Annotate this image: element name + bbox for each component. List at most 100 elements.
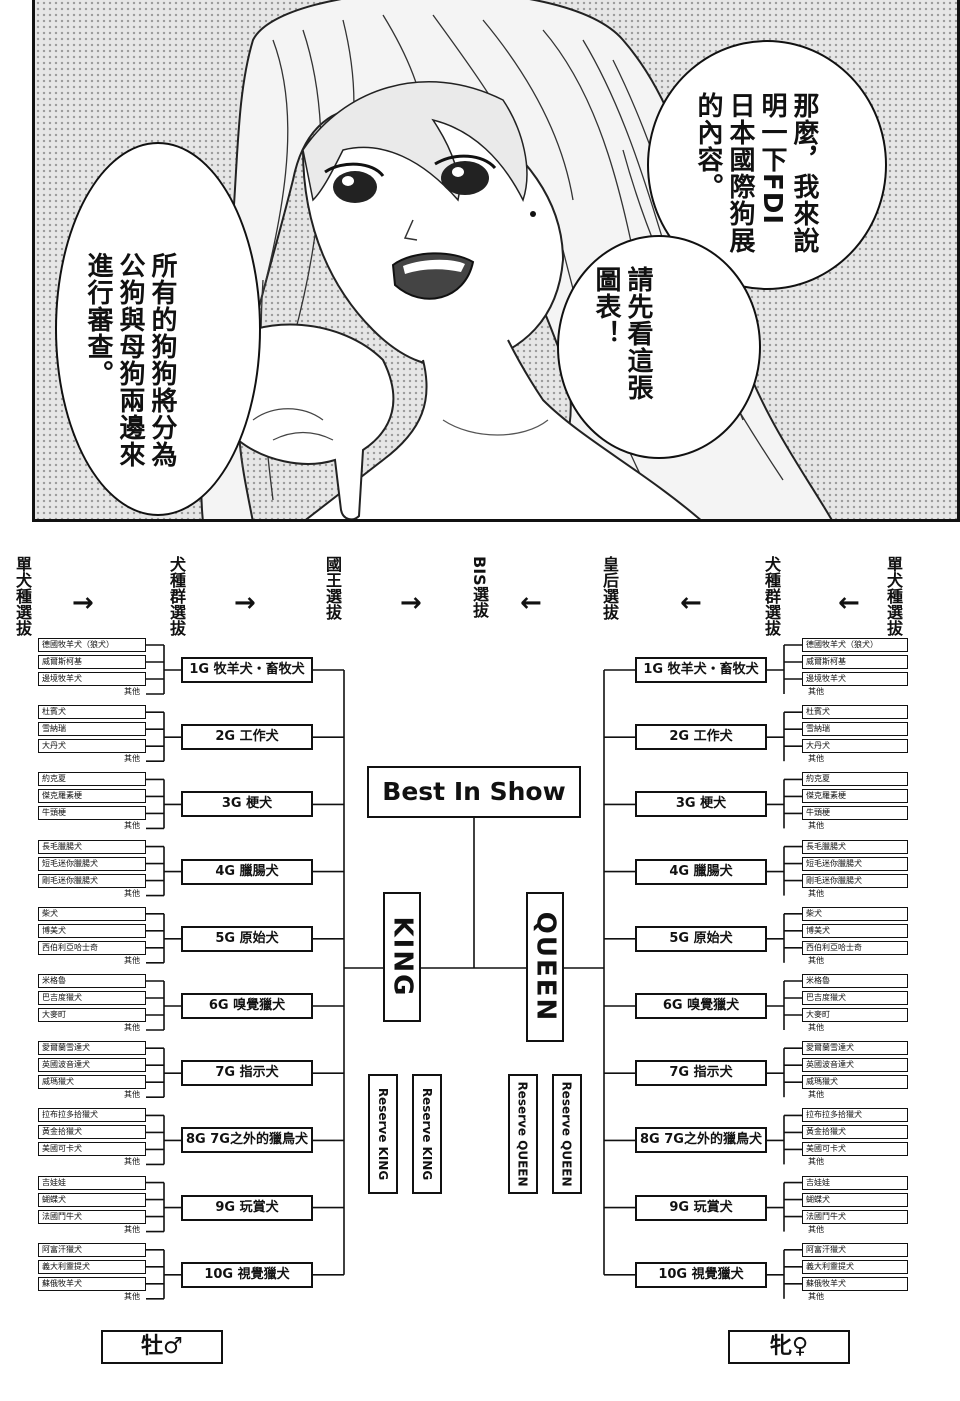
arrow-left-icon: ← [680, 588, 702, 618]
breed-other-male: 其他 [124, 1090, 140, 1100]
breed-box-male: 邊境牧羊犬 [38, 672, 146, 686]
breed-box-male: 蘇俄牧羊犬 [38, 1276, 146, 1291]
breed-box-female: 短毛迷你臘腸犬 [802, 856, 908, 871]
breed-box-male: 黃金拾獵犬 [38, 1125, 146, 1140]
breed-other-female: 其他 [808, 754, 824, 764]
breed-box-female: 義大利靈提犬 [802, 1259, 908, 1274]
group-box-male: 6G 嗅覺獵犬 [181, 993, 313, 1019]
breed-box-female: 威瑪獵犬 [802, 1075, 908, 1090]
breed-other-female: 其他 [808, 1023, 824, 1032]
group-box-female: 9G 玩賞犬 [635, 1194, 767, 1221]
arrow-right-icon: → [72, 588, 94, 618]
breed-box-female: 邊境牧羊犬 [802, 672, 908, 686]
group-box-male: 10G 視覺獵犬 [181, 1261, 313, 1288]
breed-box-male: 美國可卡犬 [38, 1142, 146, 1157]
breed-other-male: 其他 [124, 1224, 140, 1234]
breed-box-male: 牛頭梗 [38, 806, 146, 821]
breed-box-female: 愛爾蘭雪達犬 [802, 1041, 908, 1056]
breed-box-male: 雪納瑞 [38, 722, 146, 737]
header-queen-select: 皇后選拔 [600, 556, 619, 620]
breed-box-female: 米格魯 [802, 974, 908, 988]
group-box-male: 1G 牧羊犬・畜牧犬 [181, 657, 313, 683]
group-box-female: 10G 視覺獵犬 [635, 1261, 767, 1288]
breed-box-male: 短毛迷你臘腸犬 [38, 856, 146, 871]
group-box-female: 4G 臘腸犬 [635, 858, 767, 885]
breed-other-female: 其他 [808, 821, 824, 831]
group-box-male: 4G 臘腸犬 [181, 858, 313, 885]
breed-box-male: 義大利靈提犬 [38, 1259, 146, 1274]
speech-text-chart: 請先看這張 圖表！ [591, 266, 653, 401]
breed-box-female: 約克夏 [802, 772, 908, 787]
group-box-male: 2G 工作犬 [181, 724, 313, 751]
breed-box-female: 巴吉度獵犬 [802, 991, 908, 1005]
group-box-female: 1G 牧羊犬・畜牧犬 [635, 657, 767, 683]
breed-box-male: 傑克羅素梗 [38, 789, 146, 804]
breed-box-male: 阿富汗獵犬 [38, 1242, 146, 1257]
breed-box-male: 愛爾蘭雪達犬 [38, 1041, 146, 1056]
breed-box-male: 長毛臘腸犬 [38, 839, 146, 854]
header-king-select: 國王選拔 [323, 556, 342, 620]
manga-panel [32, 0, 960, 522]
breed-other-female: 其他 [808, 1090, 824, 1100]
reserve-king-box-1: Reserve KING [368, 1074, 398, 1194]
reserve-queen-box-2: Reserve QUEEN [552, 1074, 582, 1194]
breed-other-male: 其他 [124, 754, 140, 764]
breed-other-female: 其他 [808, 888, 824, 898]
breed-box-male: 西伯利亞哈士奇 [38, 940, 146, 955]
header-single-breed-right: 單犬種選拔 [884, 556, 903, 636]
breed-box-female: 蘇俄牧羊犬 [802, 1276, 908, 1291]
breed-box-female: 杜賓犬 [802, 705, 908, 720]
breed-box-male: 吉娃娃 [38, 1175, 146, 1190]
queen-label: QUEEN [530, 911, 560, 1023]
female-label-box: 牝♀ [728, 1330, 850, 1364]
breed-box-male: 大麥町 [38, 1008, 146, 1022]
breed-other-female: 其他 [808, 687, 824, 696]
breed-other-male: 其他 [124, 821, 140, 831]
header-group-left: 犬種群選拔 [167, 556, 186, 636]
breed-box-female: 牛頭梗 [802, 806, 908, 821]
breed-box-female: 大丹犬 [802, 739, 908, 754]
reserve-queen-label: Reserve QUEEN [516, 1081, 531, 1187]
breed-other-female: 其他 [808, 955, 824, 965]
group-box-male: 5G 原始犬 [181, 925, 313, 952]
speech-text-sexes: 所有的狗狗將分為 公狗與母狗兩邊來 進行審查。 [83, 252, 177, 468]
breed-box-female: 阿富汗獵犬 [802, 1242, 908, 1257]
reserve-queen-label: Reserve QUEEN [560, 1081, 575, 1187]
breed-box-female: 大麥町 [802, 1008, 908, 1022]
breed-box-female: 德國牧羊犬（狼犬） [802, 638, 908, 652]
arrow-left-icon: ← [520, 588, 542, 618]
group-box-female: 6G 嗅覺獵犬 [635, 993, 767, 1019]
breed-box-male: 法國鬥牛犬 [38, 1209, 146, 1224]
breed-other-male: 其他 [124, 1157, 140, 1167]
breed-other-male: 其他 [124, 955, 140, 965]
male-label-box: 牡♂ [101, 1330, 223, 1364]
reserve-king-label: Reserve KING [420, 1087, 434, 1181]
group-box-female: 5G 原始犬 [635, 925, 767, 952]
breed-other-female: 其他 [808, 1291, 824, 1301]
best-in-show-box: Best In Show [367, 766, 581, 818]
speech-text-explain: 那麼，我來說 明一下FDI 日本國際狗展 的內容。 [693, 92, 819, 254]
reserve-king-label: Reserve KING [376, 1087, 390, 1181]
group-box-female: 3G 梗犬 [635, 791, 767, 818]
arrow-right-icon: → [400, 588, 422, 618]
breed-box-male: 威瑪獵犬 [38, 1075, 146, 1090]
breed-box-male: 巴吉度獵犬 [38, 991, 146, 1005]
breed-box-male: 剛毛迷你臘腸犬 [38, 873, 146, 888]
breed-box-female: 拉布拉多拾獵犬 [802, 1108, 908, 1123]
breed-box-male: 拉布拉多拾獵犬 [38, 1108, 146, 1123]
group-box-male: 7G 指示犬 [181, 1060, 313, 1087]
breed-box-male: 威爾斯柯基 [38, 655, 146, 669]
breed-box-male: 德國牧羊犬（狼犬） [38, 638, 146, 652]
header-single-breed-left: 單犬種選拔 [13, 556, 32, 636]
breed-box-female: 法國鬥牛犬 [802, 1209, 908, 1224]
breed-box-female: 黃金拾獵犬 [802, 1125, 908, 1140]
group-box-male: 8G 7G之外的獵鳥犬 [181, 1127, 313, 1154]
header-bis-select: BIS選拔 [470, 556, 489, 618]
group-box-male: 3G 梗犬 [181, 791, 313, 818]
breed-box-female: 傑克羅素梗 [802, 789, 908, 804]
group-box-female: 2G 工作犬 [635, 724, 767, 751]
speech-bubble-chart [557, 235, 761, 459]
breed-other-male: 其他 [124, 687, 140, 696]
group-box-female: 7G 指示犬 [635, 1060, 767, 1087]
